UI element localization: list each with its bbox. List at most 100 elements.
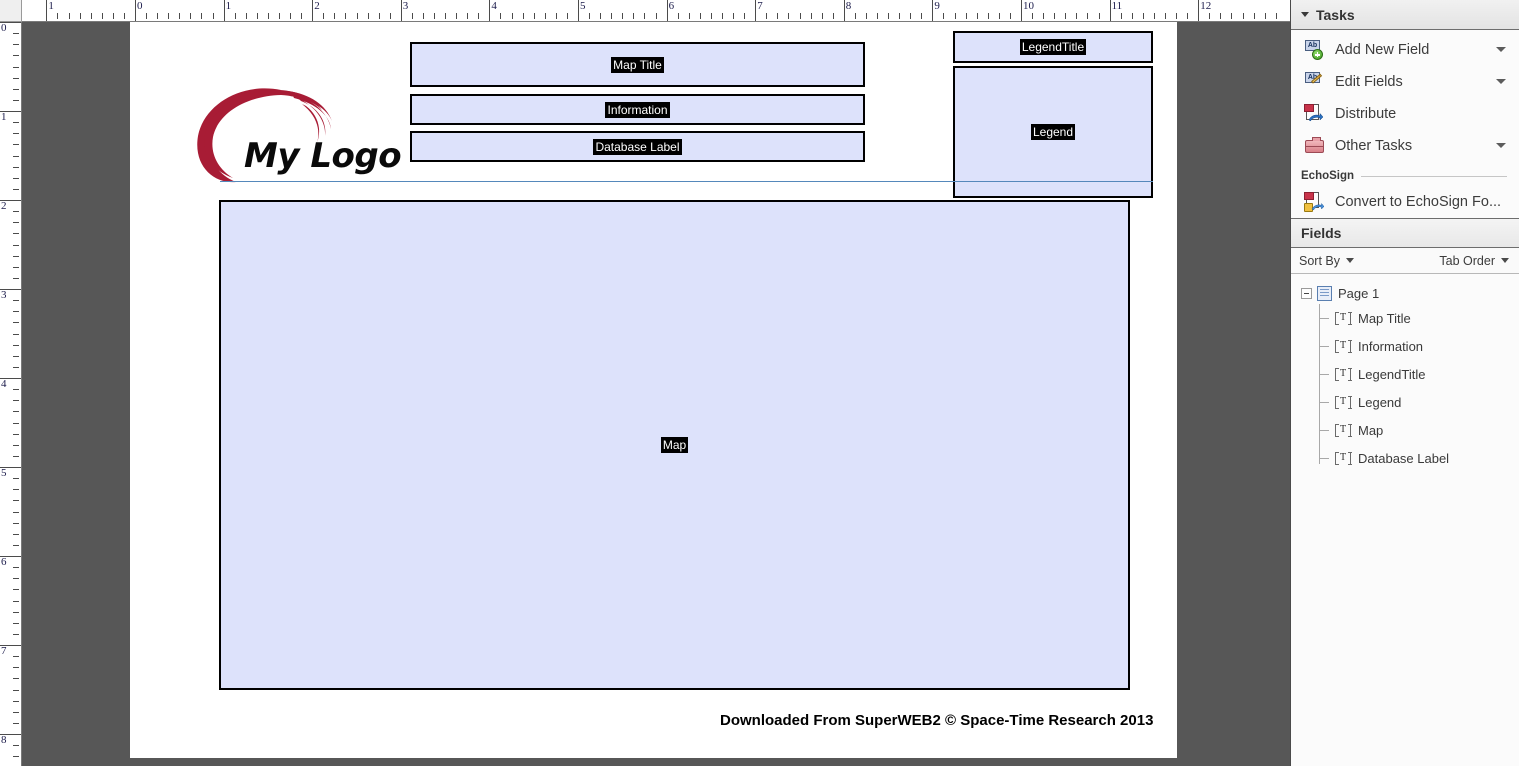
ruler-tick-minor <box>13 266 19 268</box>
document-canvas[interactable]: My Logo Map Title Information Database L… <box>22 22 1290 766</box>
logo-text: My Logo <box>244 136 402 176</box>
task-item-label: Other Tasks <box>1335 138 1413 154</box>
ruler-tick-minor <box>910 13 912 19</box>
ruler-tick-minor <box>13 355 19 357</box>
page-1-sheet[interactable]: My Logo Map Title Information Database L… <box>130 22 1177 758</box>
tab-order-dropdown[interactable]: Tab Order <box>1439 254 1509 268</box>
ruler-tick-minor <box>998 13 1000 19</box>
task-item-edit-fields[interactable]: Ab Edit Fields <box>1291 66 1519 98</box>
ruler-tick-minor <box>13 133 19 135</box>
ruler-tick-minor <box>555 13 557 19</box>
chevron-down-icon[interactable] <box>1501 258 1509 263</box>
ruler-tick-minor <box>168 13 170 19</box>
ruler-tick-minor <box>1231 13 1233 19</box>
ruler-tick-minor <box>1098 13 1100 19</box>
tree-item-map-title[interactable]: T Map Title <box>1291 304 1519 332</box>
form-field-legend[interactable]: Legend <box>953 66 1153 198</box>
ruler-tick-minor <box>13 177 19 179</box>
section-divider <box>1361 175 1507 177</box>
ruler-tick-major <box>666 0 668 21</box>
chevron-down-icon[interactable] <box>1496 47 1506 52</box>
ruler-tick-major <box>0 22 21 23</box>
ruler-label: 1 <box>1 111 7 123</box>
ruler-tick-minor <box>389 13 391 19</box>
form-field-information[interactable]: Information <box>410 94 865 125</box>
task-item-other-tasks[interactable]: Other Tasks <box>1291 130 1519 162</box>
ruler-corner <box>0 0 22 22</box>
ruler-tick-minor <box>699 13 701 19</box>
form-field-database-label[interactable]: Database Label <box>410 131 865 162</box>
sort-by-label: Sort By <box>1299 253 1340 268</box>
tree-item-label: Database Label <box>1358 450 1450 466</box>
ruler-tick-minor <box>865 13 867 19</box>
chevron-down-icon[interactable] <box>1496 79 1506 84</box>
ruler-tick-minor <box>334 13 336 19</box>
chevron-down-icon[interactable] <box>1346 258 1354 263</box>
ruler-tick-minor <box>13 33 19 35</box>
ruler-tick-minor <box>943 13 945 19</box>
ruler-tick-minor <box>13 311 19 313</box>
tree-item-legend-title[interactable]: T LegendTitle <box>1291 360 1519 388</box>
form-field-legend-title[interactable]: LegendTitle <box>953 31 1153 63</box>
ruler-tick-major <box>0 289 21 290</box>
ruler-tick-major <box>489 0 491 21</box>
add-field-icon: Ab <box>1304 39 1326 61</box>
tree-connector <box>1319 374 1329 375</box>
tree-connector <box>1319 318 1329 319</box>
tree-item-legend[interactable]: T Legend <box>1291 388 1519 416</box>
ruler-tick-minor <box>13 66 19 68</box>
ruler-tick-minor <box>13 244 19 246</box>
ruler-tick-minor <box>123 13 125 19</box>
ruler-tick-minor <box>356 13 358 19</box>
ruler-tick-minor <box>13 99 19 101</box>
chevron-down-icon[interactable] <box>1301 12 1309 17</box>
ruler-tick-minor <box>13 511 19 513</box>
ruler-tick-major <box>0 556 21 557</box>
ruler-tick-minor <box>13 300 19 302</box>
tree-item-database-label[interactable]: T Database Label <box>1291 444 1519 472</box>
task-item-label: Distribute <box>1335 106 1397 122</box>
ruler-tick-minor <box>245 13 247 19</box>
ruler-tick-minor <box>478 13 480 19</box>
ruler-tick-minor <box>821 13 823 19</box>
ruler-tick-minor <box>13 77 19 79</box>
ruler-tick-minor <box>1164 13 1166 19</box>
ruler-tick-minor <box>13 166 19 168</box>
tree-item-information[interactable]: T Information <box>1291 332 1519 360</box>
form-field-map[interactable]: Map <box>219 200 1130 690</box>
tree-node-page-1[interactable]: Page 1 <box>1291 282 1519 304</box>
tree-node-label: Page 1 <box>1338 285 1380 301</box>
form-field-map-title[interactable]: Map Title <box>410 42 865 87</box>
tree-item-label: Information <box>1358 338 1424 354</box>
tree-connector <box>1319 402 1329 403</box>
text-field-icon: T <box>1335 367 1351 381</box>
ruler-tick-minor <box>301 13 303 19</box>
sort-by-dropdown[interactable]: Sort By <box>1299 254 1354 268</box>
ruler-tick-minor <box>13 600 19 602</box>
fields-panel-header[interactable]: Fields <box>1291 218 1519 248</box>
form-field-label: Legend <box>1030 124 1076 140</box>
task-item-add-new-field[interactable]: Ab Add New Field <box>1291 34 1519 66</box>
ruler-tick-minor <box>90 13 92 19</box>
collapse-expander-icon[interactable] <box>1301 287 1312 299</box>
chevron-down-icon[interactable] <box>1496 143 1506 148</box>
form-field-label: Information <box>605 101 670 118</box>
ruler-tick-minor <box>744 13 746 19</box>
ruler-label: 1 <box>225 0 232 12</box>
ruler-tick-major <box>755 0 757 21</box>
arrow-icon <box>1308 113 1323 122</box>
ruler-tick-minor <box>1242 13 1244 19</box>
arrow-icon <box>1311 203 1324 211</box>
ruler-tick-minor <box>13 88 19 90</box>
tree-item-map[interactable]: T Map <box>1291 416 1519 444</box>
form-field-label: Database Label <box>593 138 682 155</box>
ruler-tick-minor <box>179 13 181 19</box>
task-item-convert-to-echosign[interactable]: Convert to EchoSign Fo... <box>1291 186 1519 218</box>
task-item-distribute[interactable]: Distribute <box>1291 98 1519 130</box>
ruler-label: 8 <box>1 734 7 746</box>
ruler-label: 3 <box>402 0 409 12</box>
tasks-panel-header[interactable]: Tasks <box>1291 0 1519 30</box>
ruler-tick-minor <box>267 13 269 19</box>
